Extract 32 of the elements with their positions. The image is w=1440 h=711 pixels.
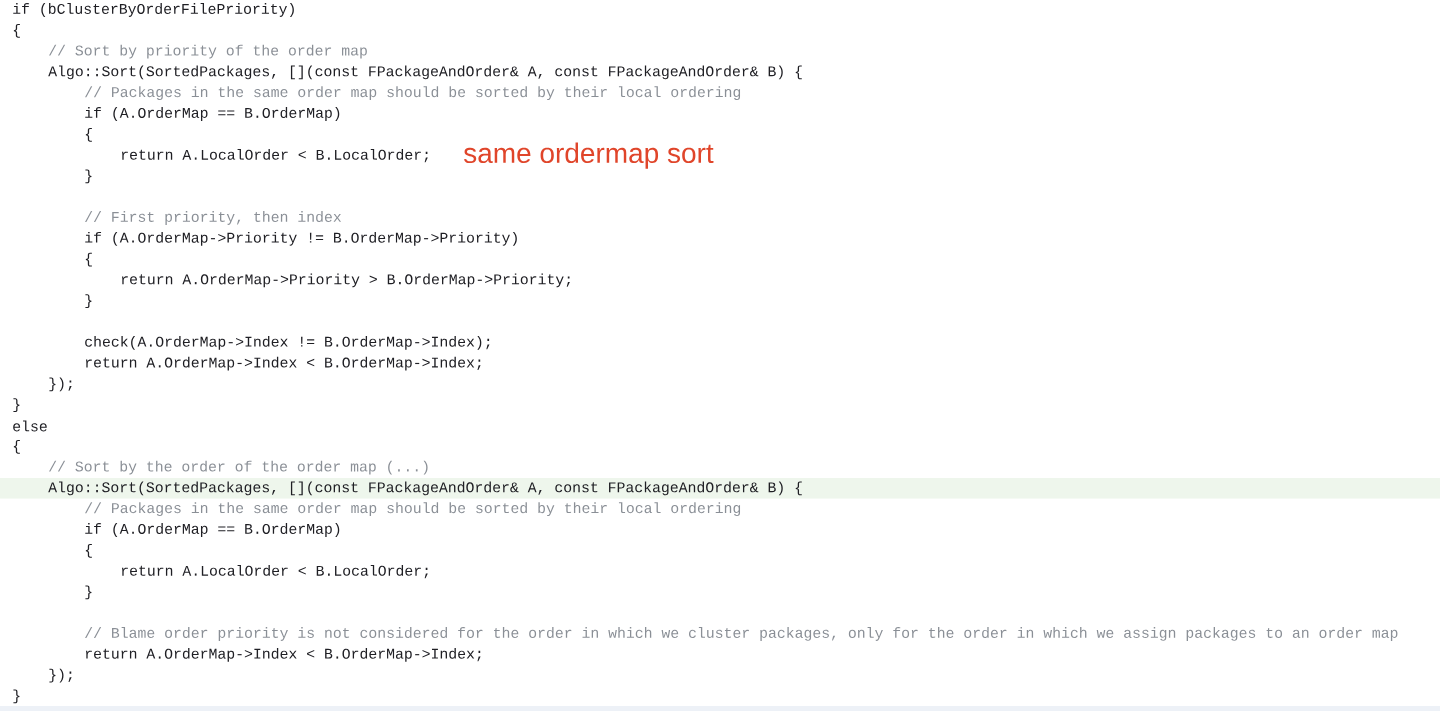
code-line: { — [85, 252, 92, 267]
code-line: if (A.OrderMap == B.OrderMap) — [85, 523, 340, 537]
code-line: } — [85, 169, 92, 184]
code-line: { — [85, 127, 92, 142]
code-line: else — [13, 420, 47, 432]
code-comment: // Sort by priority of the order map — [49, 44, 367, 59]
code-comment: // Blame order priority is not considered for the order in which we cluster packages, only for the order in which we assign packages to an order map — [85, 627, 1398, 641]
code-comment: // First priority, then index — [85, 211, 342, 225]
code-line: { — [13, 23, 20, 38]
code-line: check(A.OrderMap->Index != B.OrderMap->Index); — [85, 335, 490, 350]
code-line: return A.OrderMap->Index < B.OrderMap->Index; — [85, 647, 481, 662]
code-line: } — [85, 294, 92, 309]
annotation-text: same ordermap sort — [464, 142, 714, 169]
code-line: { — [85, 543, 92, 558]
code-line: if (A.OrderMap == B.OrderMap) — [85, 107, 340, 121]
code-line: }); — [49, 668, 72, 683]
code-line: }); — [49, 377, 72, 392]
code-line: if (A.OrderMap->Priority != B.OrderMap->Priority) — [85, 231, 517, 246]
code-line: } — [13, 689, 20, 704]
code-line: return A.LocalOrder < B.LocalOrder; — [121, 148, 428, 163]
code-comment: // Packages in the same order map should be sorted by their local ordering — [85, 502, 741, 517]
code-comment: // Sort by the order of the order map (...) — [49, 460, 428, 475]
code-line: Algo::Sort(SortedPackages, [](const FPackageAndOrder& A, const FPackageAndOrder& B) { — [48, 65, 802, 80]
code-line: return A.OrderMap->Index < B.OrderMap->Index; — [85, 356, 481, 371]
code-line: return A.LocalOrder < B.LocalOrder; — [121, 564, 428, 579]
code-line: } — [13, 398, 20, 413]
code-line: } — [85, 585, 92, 600]
code-comment: // Packages in the same order map should be sorted by their local ordering — [85, 86, 741, 101]
code-line: if (bClusterByOrderFilePriority) — [13, 3, 294, 17]
code-line: { — [13, 439, 20, 454]
code-line: return A.OrderMap->Priority > B.OrderMap->Priority; — [121, 273, 570, 288]
code-line: Algo::Sort(SortedPackages, [](const FPackageAndOrder& A, const FPackageAndOrder& B) { — [48, 481, 802, 496]
